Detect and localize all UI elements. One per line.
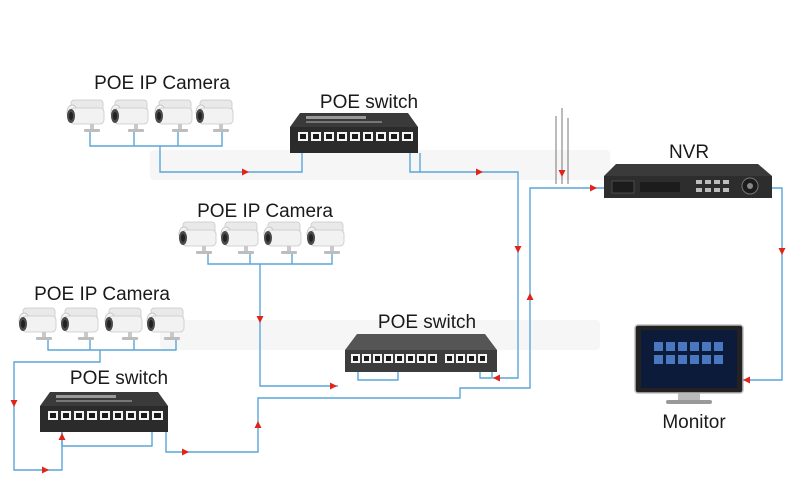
switch-label-top: POE switch: [320, 92, 418, 113]
switch-port-wire: [479, 372, 493, 379]
camera-icon: [110, 99, 149, 133]
camera-icon: [306, 221, 345, 255]
camera-to-switch-wire: [13, 350, 101, 471]
camera-wire: [89, 132, 223, 147]
nvr-recorder-icon: [604, 164, 772, 198]
monitor-icon: [634, 324, 744, 404]
switch-icon-top: [290, 113, 418, 153]
camera-group-label-top: POE IP Camera: [94, 73, 230, 94]
bottom-switch-to-nvr-wire: [178, 187, 604, 453]
switch-port-wire: [61, 432, 153, 447]
camera-to-switch-wire: [259, 264, 338, 387]
camera-icon: [104, 307, 143, 341]
top-switch-to-middle-switch-wire: [420, 171, 519, 379]
camera-group-top: [66, 99, 234, 133]
switch-label-middle: POE switch: [378, 312, 476, 333]
nvr-to-monitor-wire: [743, 187, 783, 381]
camera-wire: [207, 254, 333, 265]
switch-label-bottom: POE switch: [70, 368, 168, 389]
camera-icon: [18, 307, 57, 341]
nvr-label: NVR: [669, 142, 709, 163]
camera-icon: [154, 99, 193, 133]
switch-uplink-top: [409, 153, 421, 173]
switch-port-wire: [357, 372, 399, 381]
camera-wire: [47, 340, 177, 351]
camera-icon: [178, 221, 217, 255]
camera-group-middle: [178, 221, 345, 255]
camera-group-bottom: [18, 307, 185, 341]
camera-icon: [220, 221, 259, 255]
monitor-label: Monitor: [662, 412, 726, 433]
camera-icon: [60, 307, 99, 341]
camera-group-label-bottom: POE IP Camera: [34, 284, 170, 305]
switch-uplink-bottom: [165, 432, 178, 453]
camera-icon: [66, 99, 105, 133]
camera-group-label-middle: POE IP Camera: [197, 201, 333, 222]
camera-to-switch-wire: [159, 146, 303, 173]
switch-icon-bottom: [40, 392, 168, 432]
switch-icon-middle: [345, 334, 497, 372]
camera-icon: [195, 99, 234, 133]
camera-icon: [263, 221, 302, 255]
